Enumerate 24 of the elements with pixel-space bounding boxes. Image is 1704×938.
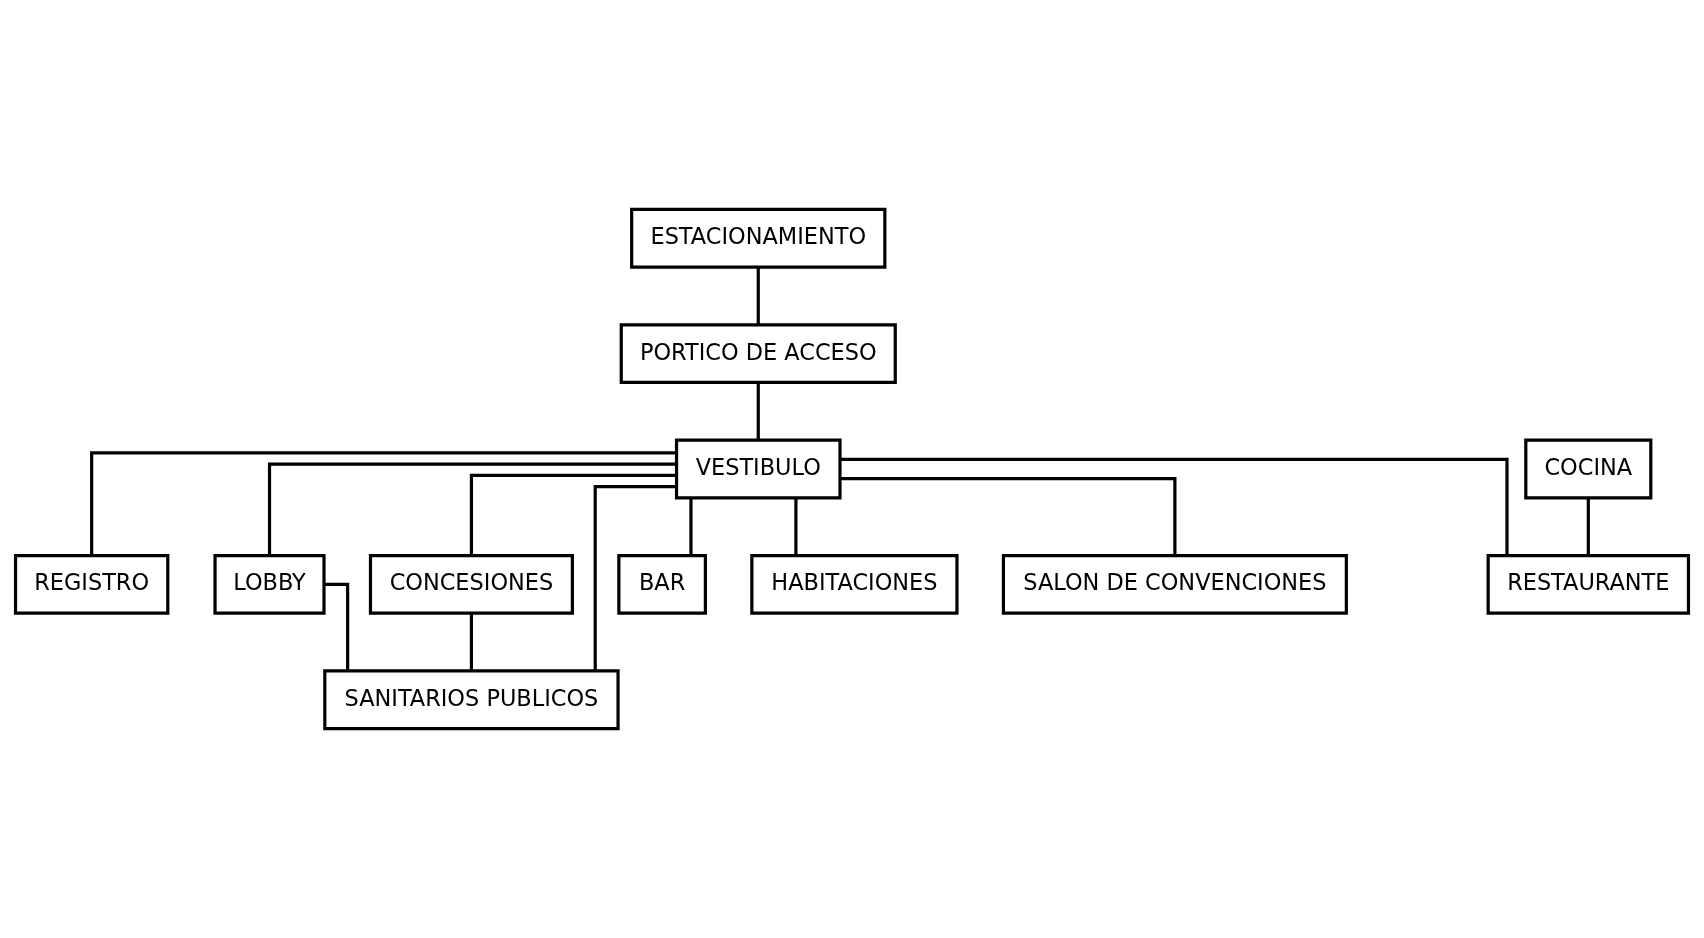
- connector: [840, 457, 1509, 556]
- node-box: PORTICO DE ACCESO: [619, 323, 897, 385]
- node-box: BAR: [617, 553, 707, 615]
- connector: [756, 267, 760, 325]
- node-box: SANITARIOS PUBLICOS: [323, 669, 620, 731]
- connector: [469, 473, 677, 556]
- connector: [469, 613, 474, 671]
- node-box: RESTAURANTE: [1486, 553, 1691, 615]
- node-box: REGISTRO: [13, 553, 170, 615]
- node-box: ESTACIONAMIENTO: [630, 207, 887, 269]
- node-box: SALON DE CONVENCIONES: [1001, 553, 1348, 615]
- connector: [794, 498, 798, 555]
- node-box: COCINA: [1524, 438, 1653, 500]
- connector: [756, 382, 760, 440]
- connector: [840, 477, 1177, 556]
- connector: [593, 485, 677, 671]
- node-box: CONCESIONES: [368, 553, 574, 615]
- node-box: HABITACIONES: [750, 553, 959, 615]
- node-box: VESTIBULO: [674, 438, 842, 500]
- node-box: LOBBY: [213, 553, 326, 615]
- connector: [1586, 498, 1590, 555]
- connector: [90, 451, 677, 556]
- connector: [267, 462, 677, 556]
- connector: [689, 498, 693, 555]
